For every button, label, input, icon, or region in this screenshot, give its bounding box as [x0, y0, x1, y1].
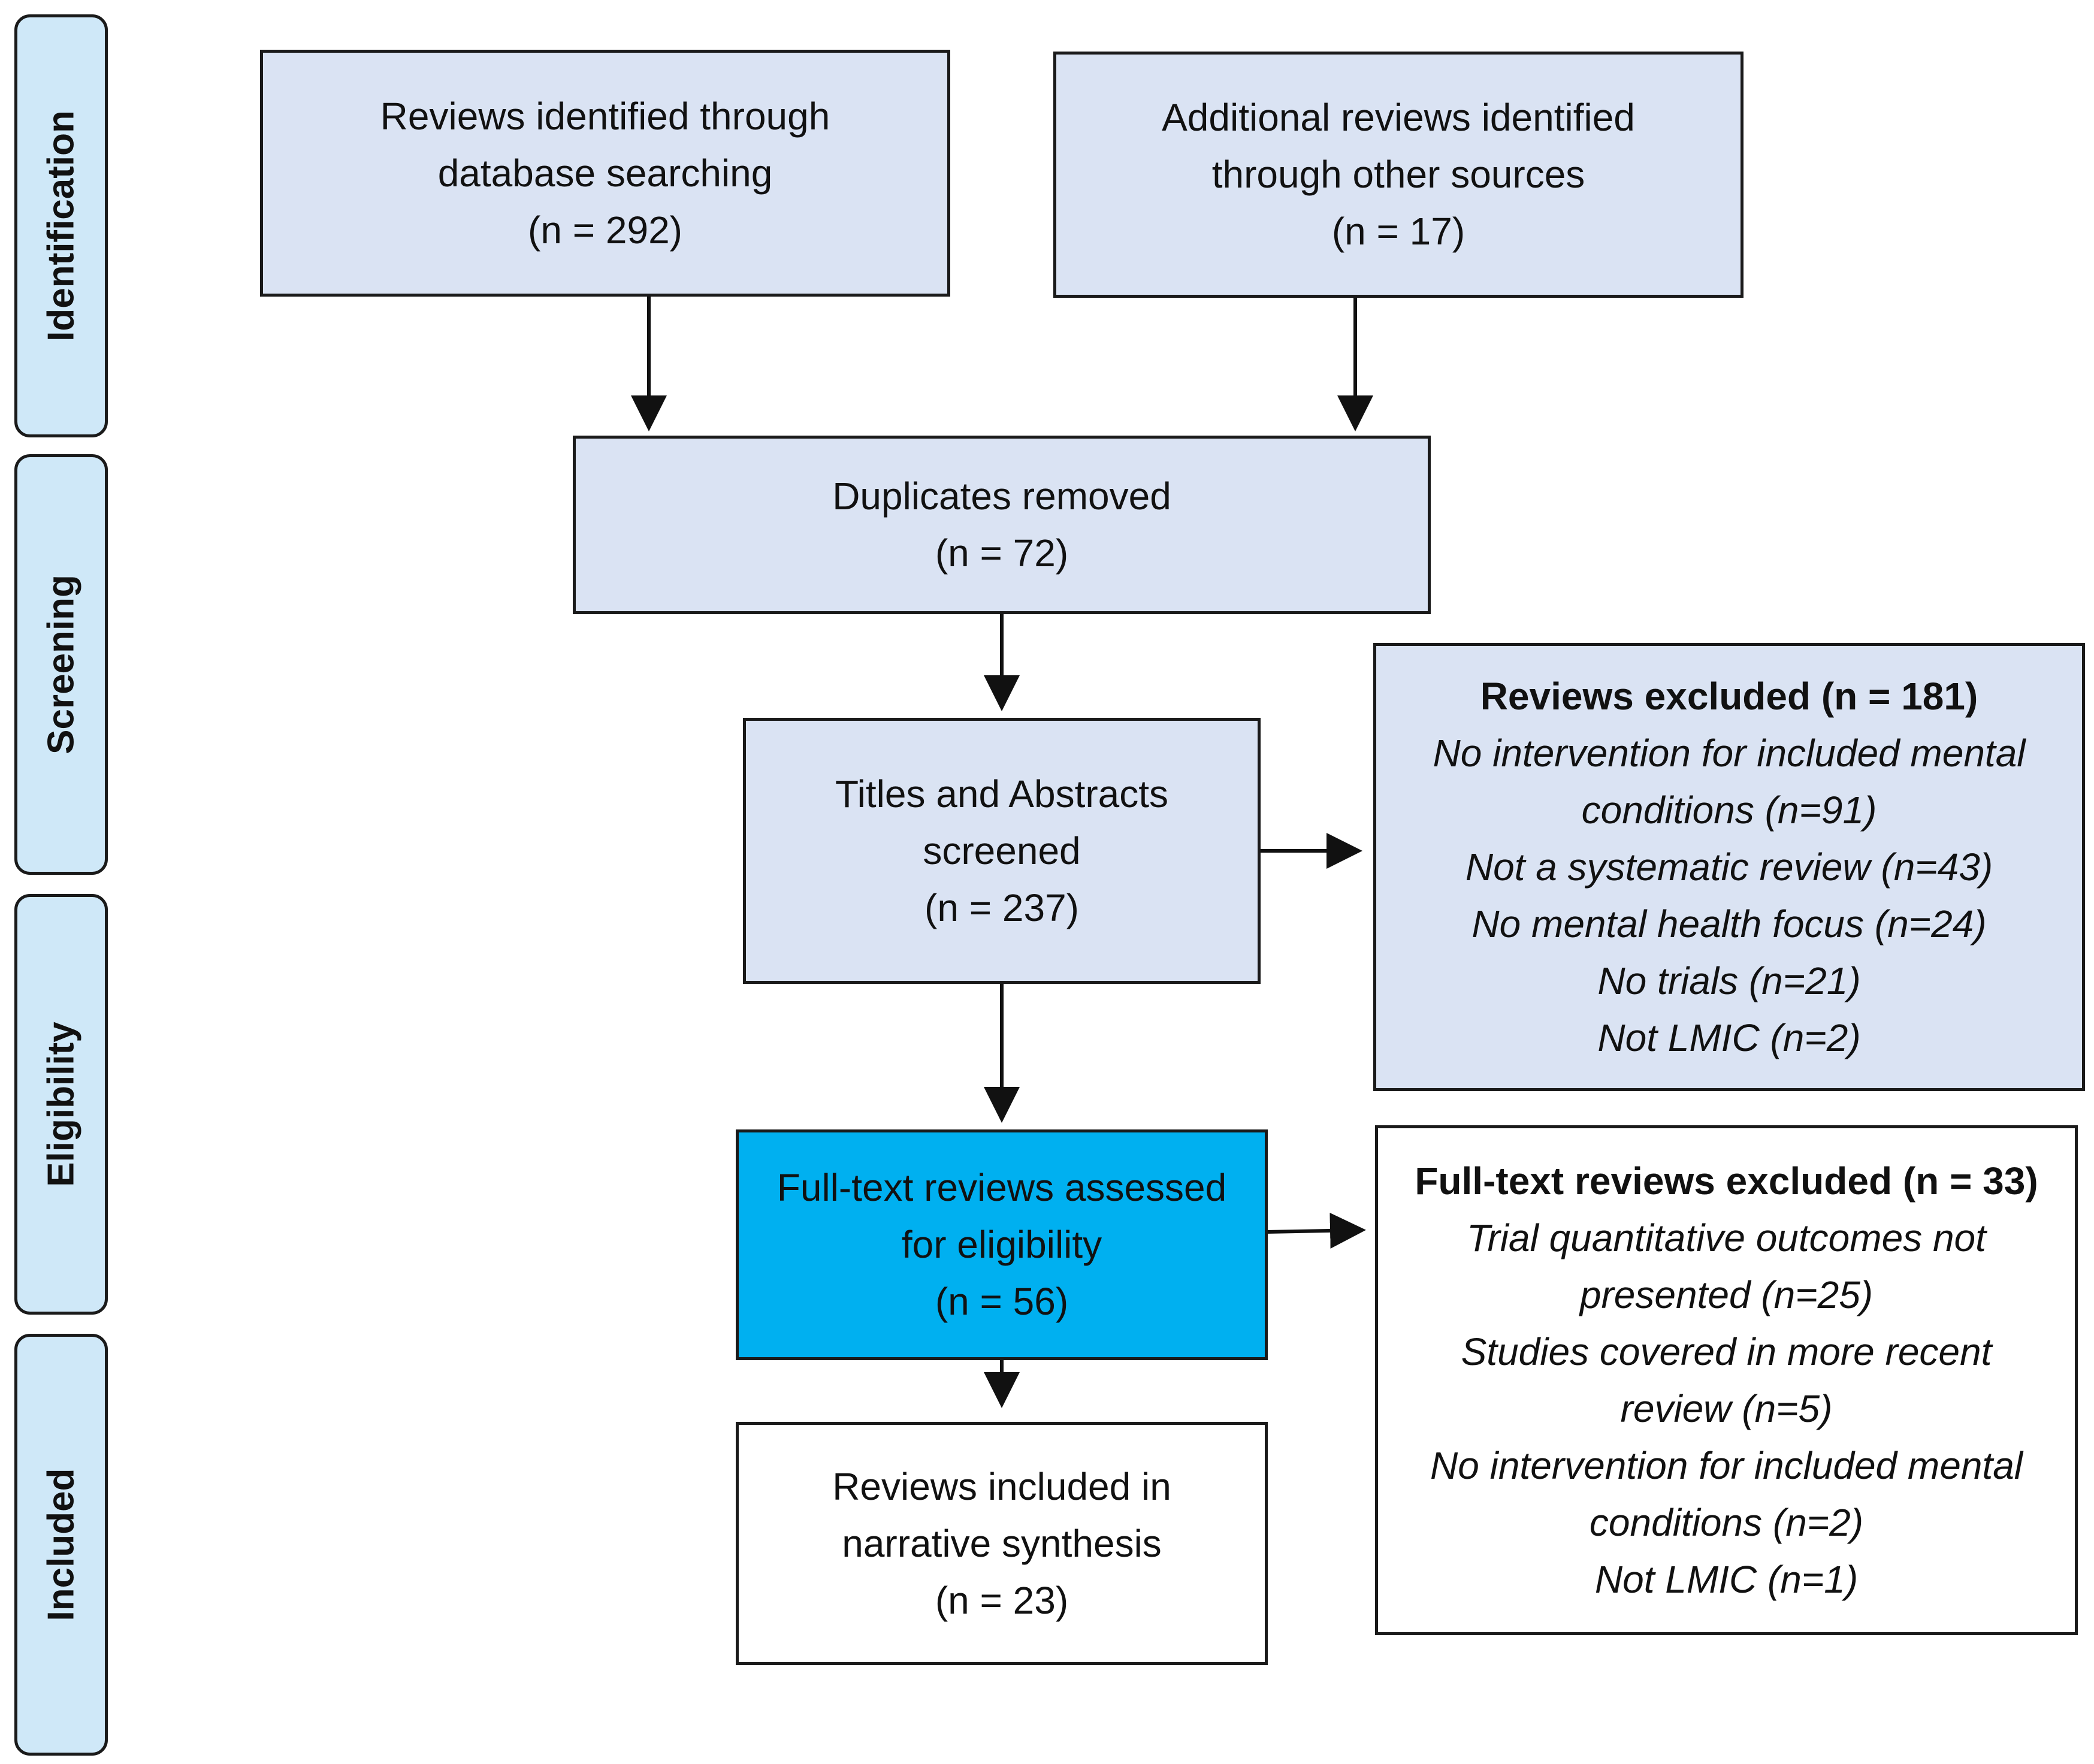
fulltext-assessed-count: (n = 56): [935, 1280, 1069, 1323]
fulltext-assessed-line-1: Full-text reviews assessed: [776, 1166, 1227, 1209]
other-sources-line-2: through other sources: [1211, 153, 1585, 196]
screened-count: (n = 237): [924, 886, 1079, 929]
fulltext-exclusion-line-4: review (n=5): [1620, 1387, 1833, 1430]
screening-exclusion-line-2: conditions (n=91): [1581, 788, 1877, 832]
other-sources-count: (n = 17): [1331, 210, 1466, 253]
arrow-fulltext-to-excluded: [1266, 1212, 1366, 1249]
stage-identification: Identification: [14, 14, 108, 437]
screened-line-1: Titles and Abstracts: [835, 772, 1169, 815]
duplicates-line-1: Duplicates removed: [832, 475, 1171, 518]
fulltext-assessed-line-2: for eligibility: [901, 1223, 1102, 1266]
database-search-box: Reviews identified through database sear…: [260, 50, 950, 297]
included-line-1: Reviews included in: [832, 1464, 1171, 1508]
screening-exclusion-line-1: No intervention for included mental: [1433, 731, 2026, 775]
fulltext-exclusion-line-5: No intervention for included mental: [1430, 1443, 2023, 1487]
screening-exclusions-box: Reviews excluded (n = 181) No interventi…: [1373, 643, 2085, 1091]
database-search-count: (n = 292): [528, 208, 682, 252]
duplicates-box: Duplicates removed (n = 72): [573, 436, 1431, 614]
screening-exclusion-line-4: No mental health focus (n=24): [1471, 902, 1987, 946]
screening-exclusion-line-6: Not LMIC (n=2): [1597, 1016, 1861, 1059]
fulltext-exclusions-box: Full-text reviews excluded (n = 33) Tria…: [1375, 1125, 2078, 1635]
fulltext-exclusion-line-2: presented (n=25): [1579, 1273, 1874, 1316]
fulltext-exclusion-line-7: Not LMIC (n=1): [1594, 1557, 1859, 1601]
other-sources-line-1: Additional reviews identified: [1162, 96, 1635, 139]
screened-line-2: screened: [923, 829, 1081, 872]
duplicates-count: (n = 72): [935, 531, 1069, 575]
screening-exclusion-line-3: Not a systematic review (n=43): [1465, 845, 1993, 889]
database-search-line-2: database searching: [437, 151, 773, 195]
other-sources-box: Additional reviews identified through ot…: [1053, 52, 1744, 298]
screening-exclusion-line-5: No trials (n=21): [1597, 959, 1861, 1002]
included-box: Reviews included in narrative synthesis …: [736, 1422, 1268, 1665]
screening-exclusions-heading: Reviews excluded (n = 181): [1480, 674, 1978, 718]
stage-eligibility: Eligibility: [14, 894, 108, 1315]
included-line-2: narrative synthesis: [842, 1521, 1162, 1565]
screened-box: Titles and Abstracts screened (n = 237): [743, 718, 1261, 984]
fulltext-exclusion-line-1: Trial quantitative outcomes not: [1467, 1216, 1986, 1259]
fulltext-assessed-box: Full-text reviews assessed for eligibili…: [736, 1129, 1268, 1360]
stage-included: Included: [14, 1334, 108, 1756]
included-count: (n = 23): [935, 1578, 1069, 1622]
fulltext-exclusions-heading: Full-text reviews excluded (n = 33): [1415, 1159, 2038, 1203]
database-search-line-1: Reviews identified through: [380, 94, 830, 138]
fulltext-exclusion-line-3: Studies covered in more recent: [1461, 1330, 1992, 1373]
fulltext-exclusion-line-6: conditions (n=2): [1589, 1500, 1864, 1544]
stage-screening: Screening: [14, 454, 108, 875]
